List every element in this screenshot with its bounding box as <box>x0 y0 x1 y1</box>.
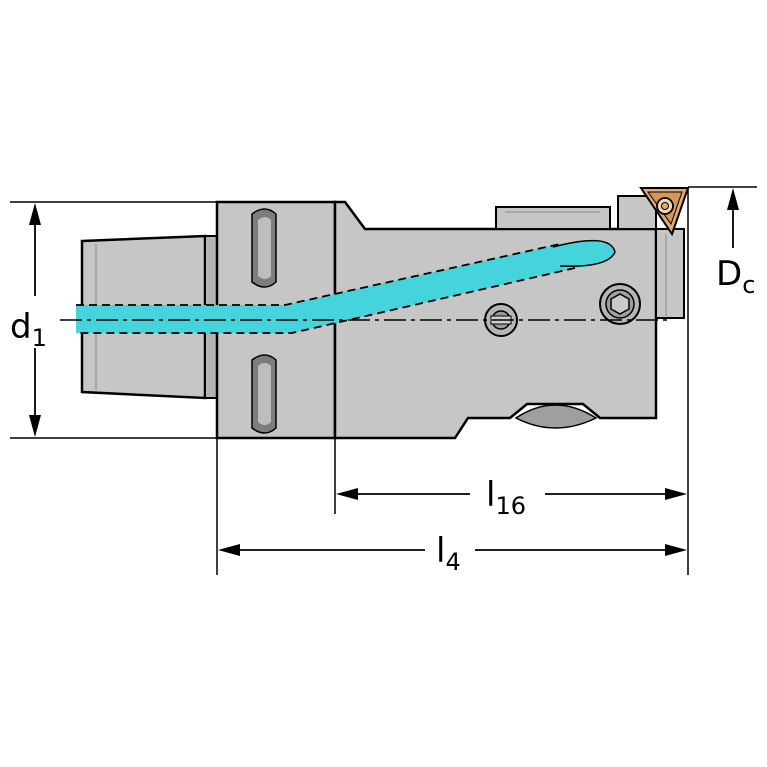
l16-subscript: 16 <box>495 492 526 520</box>
dimension-l16: l16 <box>334 188 689 575</box>
dimension-l4: l4 <box>216 438 687 576</box>
coolant-channel <box>76 239 616 334</box>
drive-slot-bottom <box>251 354 277 434</box>
svg-text:d1: d1 <box>10 307 47 352</box>
svg-text:l4: l4 <box>436 531 461 576</box>
d1-label: d <box>10 307 32 347</box>
dimension-d1: d1 <box>10 201 217 439</box>
d1-subscript: 1 <box>32 324 47 352</box>
l4-label: l <box>436 531 445 571</box>
svg-text:Dc: Dc <box>716 254 755 299</box>
drive-slot-top <box>251 208 277 288</box>
dc-subscript: c <box>742 271 755 299</box>
dc-label: D <box>716 254 742 294</box>
cutting-insert <box>639 187 690 237</box>
svg-text:l16: l16 <box>486 475 526 520</box>
dimension-dc: Dc <box>688 186 757 299</box>
l16-label: l <box>486 475 495 515</box>
l4-subscript: 4 <box>445 548 460 576</box>
screw-clamp <box>599 283 641 325</box>
